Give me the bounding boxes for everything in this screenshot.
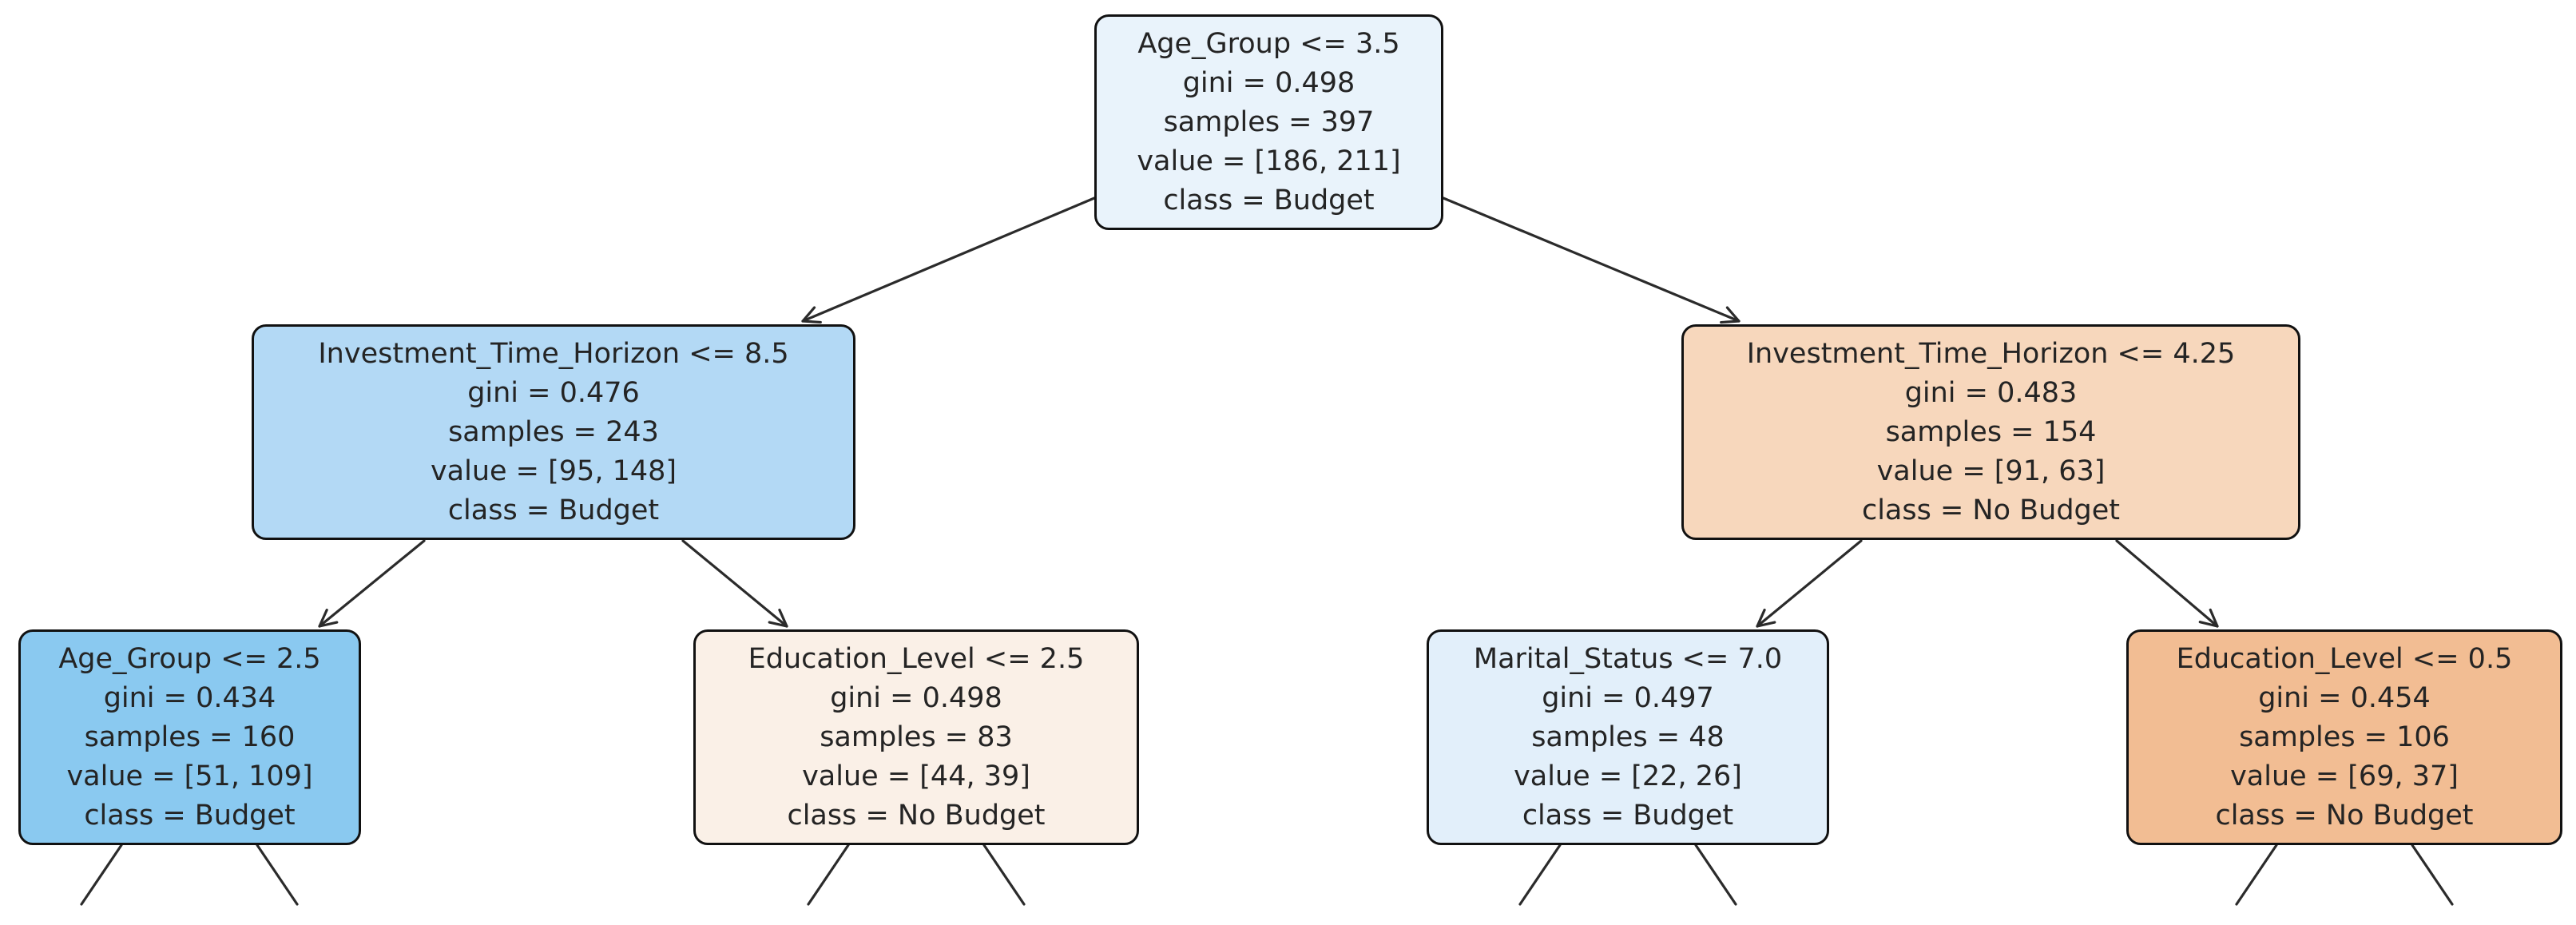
tree-node-left-right: Education_Level <= 2.5 gini = 0.498 samp… [693,629,1139,845]
tree-node-right-child: Investment_Time_Horizon <= 4.25 gini = 0… [1681,324,2300,540]
node-split-condition: Age_Group <= 3.5 [1137,27,1400,60]
node-class: class = Budget [1522,799,1734,832]
edge-ll-truncated-right [256,844,299,906]
edge-rl-truncated-right [1694,844,1737,906]
node-value: value = [51, 109] [66,760,313,792]
node-class: class = Budget [84,799,296,832]
node-split-condition: Age_Group <= 2.5 [58,642,321,675]
node-class: class = No Budget [2215,799,2474,832]
tree-node-right-right: Education_Level <= 0.5 gini = 0.454 samp… [2126,629,2562,845]
node-gini: gini = 0.498 [830,681,1002,714]
edge-rr-truncated-left [2235,844,2278,906]
node-gini: gini = 0.497 [1542,681,1714,714]
edge-lr-truncated-right [982,844,1026,906]
node-split-condition: Investment_Time_Horizon <= 4.25 [1746,337,2236,370]
node-split-condition: Education_Level <= 0.5 [2176,642,2513,675]
node-class: class = No Budget [787,799,1046,832]
node-samples: samples = 106 [2239,721,2450,753]
node-gini: gini = 0.483 [1904,376,2078,409]
node-split-condition: Education_Level <= 2.5 [748,642,1085,675]
tree-node-left-left: Age_Group <= 2.5 gini = 0.434 samples = … [18,629,361,845]
edge-root-to-right-child [1442,197,1740,324]
node-samples: samples = 48 [1531,721,1725,753]
node-value: value = [91, 63] [1876,455,2106,487]
tree-node-right-left: Marital_Status <= 7.0 gini = 0.497 sampl… [1427,629,1829,845]
node-value: value = [69, 37] [2230,760,2459,792]
edge-right-to-rr [2115,539,2219,628]
node-value: value = [186, 211] [1137,145,1401,177]
edge-lr-truncated-left [807,844,850,906]
node-gini: gini = 0.454 [2258,681,2431,714]
node-split-condition: Investment_Time_Horizon <= 8.5 [318,337,789,370]
node-samples: samples = 154 [1885,415,2097,448]
edge-right-to-rl [1756,539,1863,628]
node-value: value = [22, 26] [1514,760,1742,792]
node-samples: samples = 397 [1163,105,1375,138]
node-samples: samples = 160 [84,721,296,753]
node-split-condition: Marital_Status <= 7.0 [1473,642,1783,675]
node-gini: gini = 0.434 [103,681,276,714]
edge-left-to-lr [681,539,788,628]
node-value: value = [95, 148] [430,455,677,487]
node-class: class = No Budget [1861,494,2121,526]
edge-root-to-left-child [801,197,1096,324]
node-class: class = Budget [1163,184,1375,216]
node-class: class = Budget [447,494,660,526]
tree-node-root: Age_Group <= 3.5 gini = 0.498 samples = … [1094,14,1443,230]
node-samples: samples = 83 [820,721,1013,753]
node-gini: gini = 0.498 [1182,66,1355,99]
edge-rr-truncated-right [2411,844,2454,906]
edge-left-to-ll [318,539,426,628]
edge-rl-truncated-left [1518,844,1562,906]
edge-ll-truncated-left [80,844,123,906]
node-samples: samples = 243 [448,415,659,448]
node-value: value = [44, 39] [802,760,1030,792]
tree-node-left-child: Investment_Time_Horizon <= 8.5 gini = 0.… [252,324,855,540]
node-gini: gini = 0.476 [467,376,640,409]
